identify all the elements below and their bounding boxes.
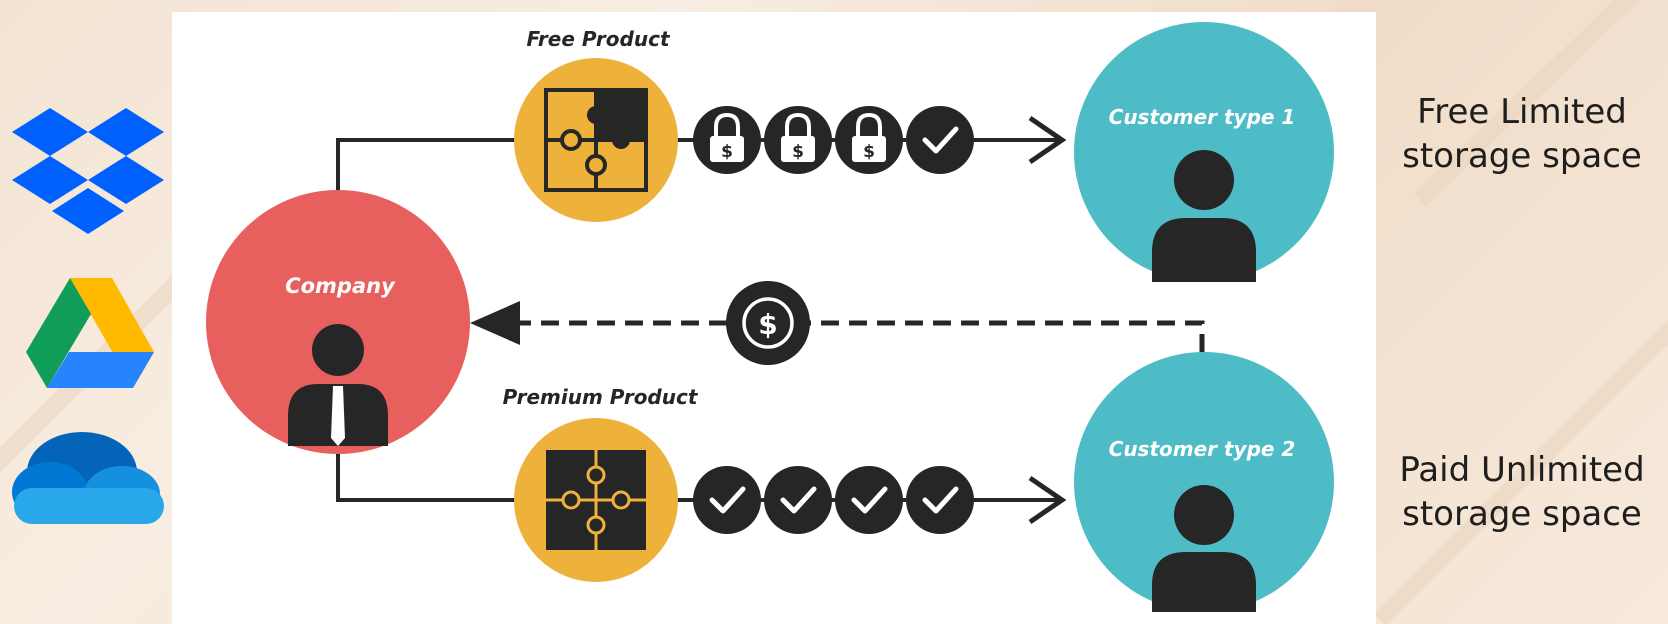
- check-icon: [693, 466, 761, 534]
- free-tier-line-2: storage space: [1402, 136, 1642, 176]
- check-icon: [906, 106, 974, 174]
- svg-text:$: $: [863, 142, 875, 162]
- free-arrowhead: [1028, 115, 1067, 165]
- customer-type-2-label: Customer type 2: [1109, 437, 1296, 461]
- free-product-label: Free Product: [526, 27, 670, 51]
- premium-product-label: Premium Product: [503, 385, 699, 409]
- lock-icon: $: [764, 106, 832, 174]
- check-icon: [835, 466, 903, 534]
- svg-text:$: $: [792, 142, 804, 162]
- company-to-premium-connector: [336, 452, 520, 502]
- free-tier-line-1: Free Limited: [1417, 92, 1627, 132]
- paid-tier-label: Paid Unlimited storage space: [1372, 448, 1668, 536]
- dollar-coin-icon: $: [726, 281, 810, 365]
- company-circle: [206, 190, 470, 454]
- paid-tier-line-1: Paid Unlimited: [1399, 450, 1645, 490]
- lock-icon: $: [693, 106, 761, 174]
- svg-text:$: $: [721, 142, 733, 162]
- dropbox-logo: [12, 108, 164, 234]
- company-to-free-connector: [336, 138, 520, 192]
- person-icon: [1152, 485, 1256, 612]
- lock-icon: $: [835, 106, 903, 174]
- premium-arrowhead: [1028, 475, 1067, 525]
- payment-dashed-line: [520, 320, 1205, 352]
- puzzle-partial-icon: [544, 88, 648, 192]
- free-tier-label: Free Limited storage space: [1372, 90, 1668, 178]
- payment-arrowhead: [470, 301, 520, 345]
- company-label: Company: [285, 274, 396, 298]
- customer-type-2-circle: [1074, 352, 1334, 612]
- businessman-icon: [288, 324, 388, 446]
- paid-tier-line-2: storage space: [1402, 494, 1642, 534]
- google-drive-logo: [26, 278, 154, 388]
- check-icon: [764, 466, 832, 534]
- svg-text:$: $: [758, 308, 777, 341]
- customer-type-1-label: Customer type 1: [1109, 105, 1296, 129]
- onedrive-logo: [12, 432, 164, 524]
- puzzle-complete-icon: [546, 450, 646, 550]
- check-icon: [906, 466, 974, 534]
- person-icon: [1152, 150, 1256, 282]
